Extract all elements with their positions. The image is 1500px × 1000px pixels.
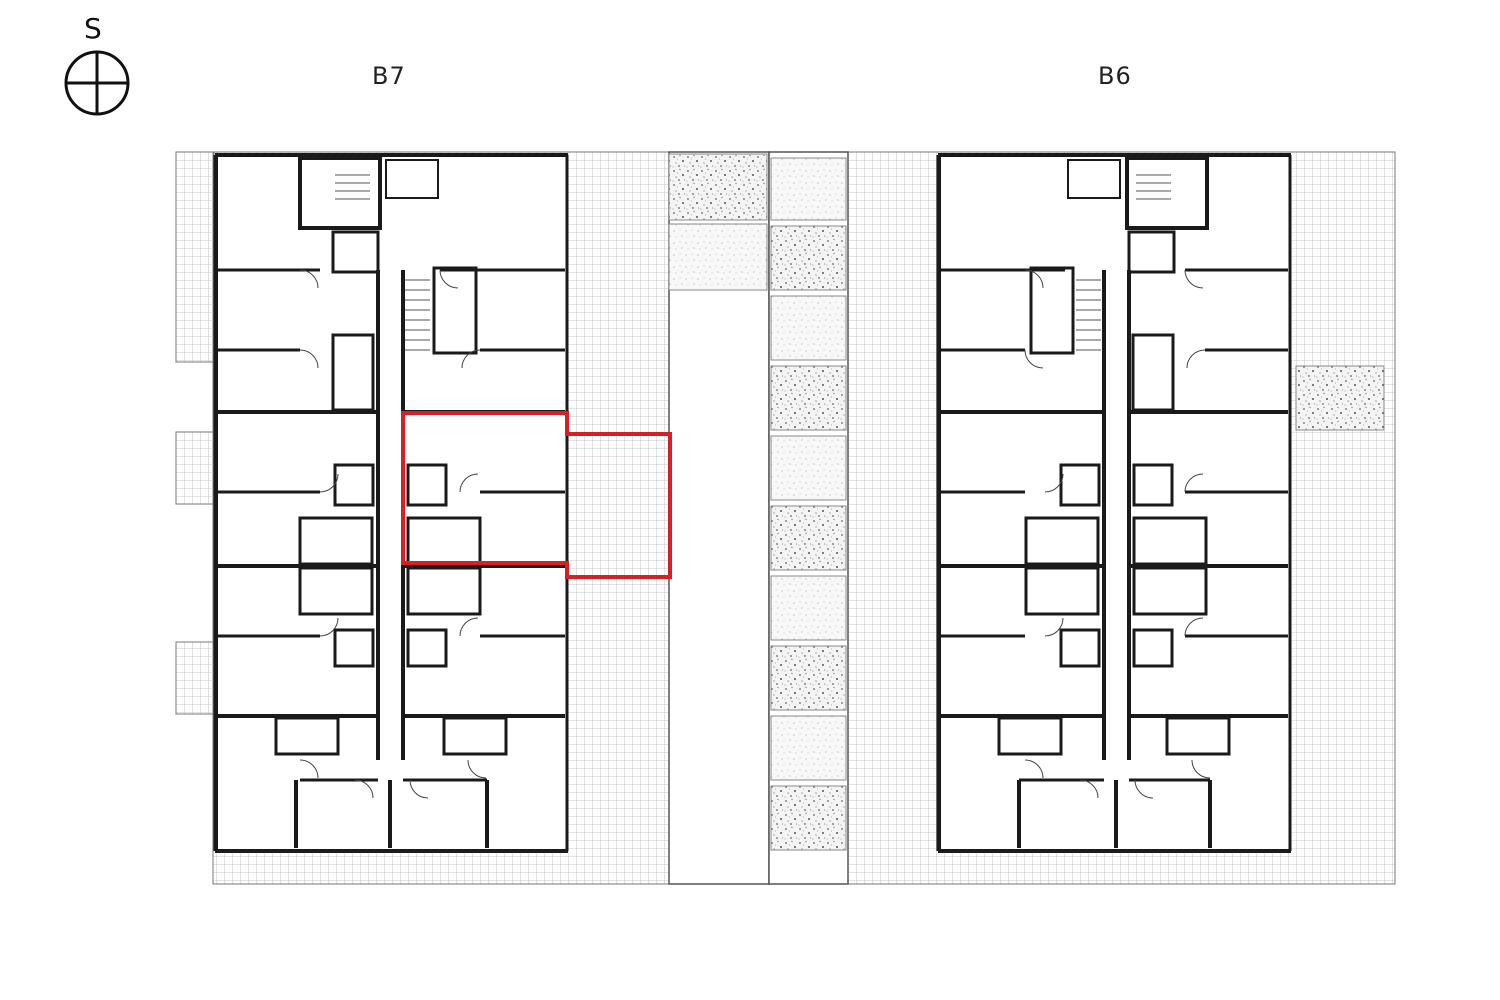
compass-letter: S [84, 12, 102, 45]
building-b6-floor [936, 153, 1292, 853]
courtyard [668, 151, 1385, 885]
building-label-b6: B6 [1098, 62, 1132, 90]
highlighted-unit-outline [401, 411, 672, 579]
north-compass-icon [64, 50, 130, 116]
building-b7-floor [213, 153, 569, 853]
building-label-b7: B7 [372, 62, 406, 90]
